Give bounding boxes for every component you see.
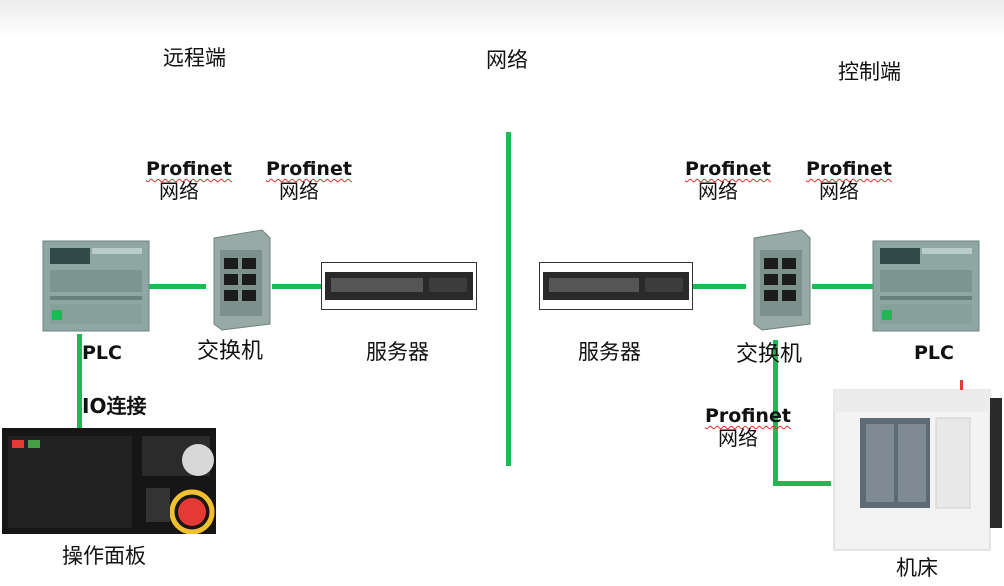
network-divider-line: [506, 132, 511, 466]
network-switch-icon: [213, 229, 271, 331]
profinet-label-control-3: Profinet 网络: [705, 405, 791, 450]
profinet-label-control-2: Profinet 网络: [806, 158, 892, 203]
control-server-label: 服务器: [578, 340, 641, 364]
network-text: 网络: [718, 426, 758, 450]
remote-switch-label: 交换机: [197, 339, 264, 364]
cnc-machine-label: 机床: [896, 556, 938, 580]
link-plc-panel: [77, 334, 82, 430]
link-switch-machine-vertical: [773, 340, 778, 486]
network-text: 网络: [698, 179, 738, 203]
control-plc-label: PLC: [914, 342, 954, 364]
link-server-switch-control: [692, 284, 746, 289]
network-switch-icon: [753, 229, 811, 331]
network-section-title: 网络: [486, 48, 528, 72]
profinet-text: Profinet: [685, 158, 771, 180]
rack-server-icon: [539, 262, 693, 310]
network-text: 网络: [819, 179, 859, 203]
operator-panel-label: 操作面板: [62, 544, 146, 568]
top-band: [0, 0, 1004, 34]
network-text: 网络: [279, 179, 319, 203]
profinet-text: Profinet: [146, 158, 232, 180]
link-switch-server-remote: [272, 284, 324, 289]
link-plc-switch-remote: [148, 284, 206, 289]
control-switch-label: 交换机: [736, 342, 803, 367]
cnc-machine-icon: [833, 380, 1002, 551]
network-text: 网络: [159, 179, 199, 203]
operator-panel-icon: [2, 428, 216, 534]
remote-section-title: 远程端: [163, 46, 226, 70]
remote-plc-label: PLC: [82, 342, 122, 364]
control-section-title: 控制端: [838, 60, 901, 84]
plc-module-icon: [872, 240, 980, 332]
link-switch-machine-horizontal: [773, 481, 831, 486]
plc-module-icon: [42, 240, 150, 332]
profinet-label-control-1: Profinet 网络: [685, 158, 771, 203]
profinet-text: Profinet: [266, 158, 352, 180]
link-switch-plc-control: [812, 284, 874, 289]
profinet-text: Profinet: [806, 158, 892, 180]
rack-server-icon: [321, 262, 477, 310]
profinet-text: Profinet: [705, 405, 791, 427]
io-connection-label: IO连接: [82, 394, 147, 418]
profinet-label-remote-2: Profinet 网络: [266, 158, 352, 203]
profinet-label-remote-1: Profinet 网络: [146, 158, 232, 203]
remote-server-label: 服务器: [366, 340, 429, 364]
